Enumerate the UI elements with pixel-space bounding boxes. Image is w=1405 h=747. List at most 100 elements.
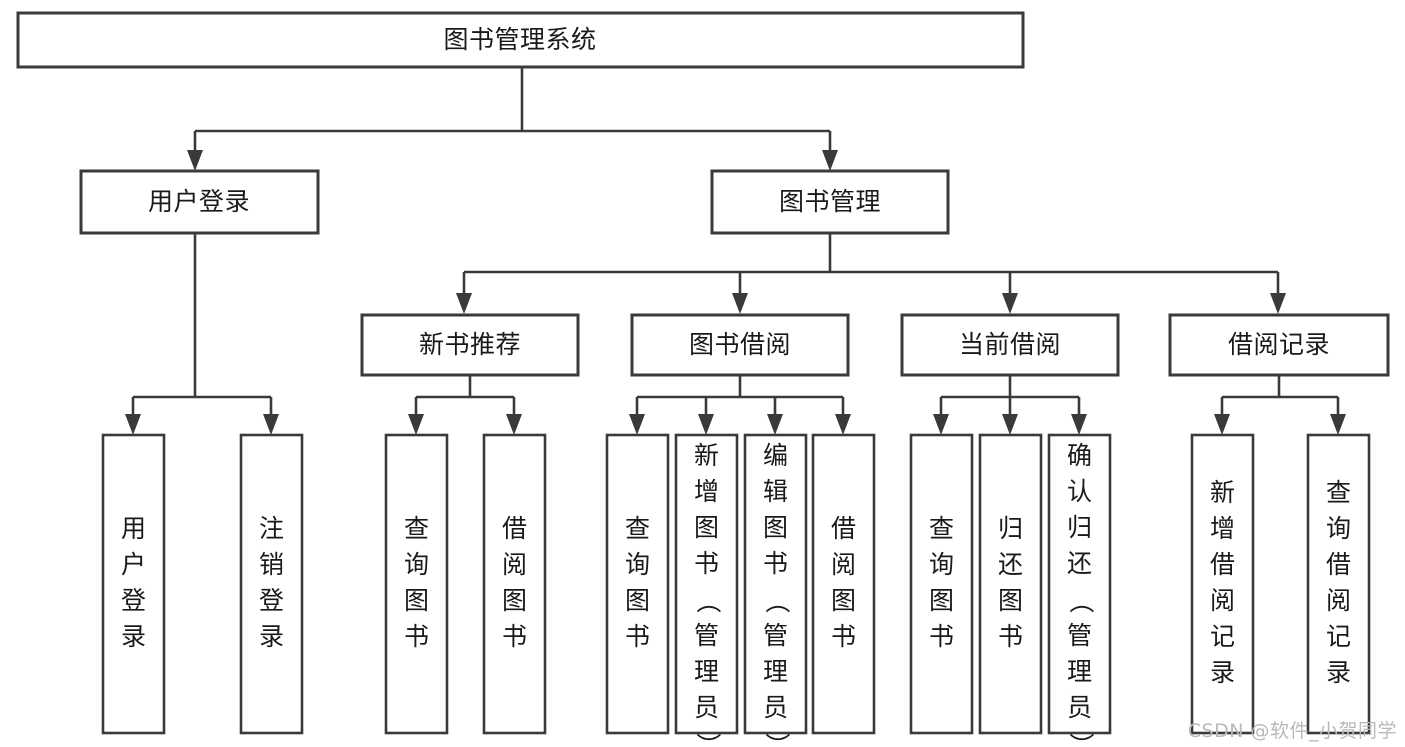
node-leaf-confirm-return-box[interactable]: [1047, 433, 1112, 735]
glyph: 归: [998, 514, 1023, 543]
glyph: （: [694, 588, 723, 613]
node-leaf-user-login-box[interactable]: [101, 433, 166, 735]
node-book-manage-box[interactable]: [710, 169, 950, 235]
arrowhead-leaf-confirm-return: [1071, 414, 1087, 435]
node-book-manage[interactable]: 图书管理: [710, 169, 950, 235]
glyph: 确: [1067, 441, 1092, 470]
arrowhead-leaf-borrow-book-2: [835, 414, 851, 435]
glyph: 登: [259, 586, 284, 615]
glyph: 询: [1326, 514, 1351, 543]
arrowhead-book-manage: [822, 150, 838, 171]
node-user-login[interactable]: 用户登录: [79, 169, 320, 235]
node-leaf-user-logout-box[interactable]: [239, 433, 304, 735]
glyph: 理: [694, 657, 719, 686]
glyph: 录: [1210, 658, 1235, 687]
node-leaf-borrow-book-2-box[interactable]: [811, 433, 876, 735]
glyph: 登: [121, 586, 146, 615]
watermark-text: CSDN @软件_小贺同学: [1187, 720, 1397, 742]
node-leaf-query-book-3[interactable]: [909, 433, 974, 735]
glyph: 书: [694, 549, 719, 578]
arrowhead-leaf-query-record: [1330, 414, 1346, 435]
node-leaf-borrow-book-2[interactable]: [811, 433, 876, 735]
glyph: （: [1067, 588, 1096, 613]
node-root[interactable]: 图书管理系统: [16, 11, 1025, 69]
node-book-borrow-box[interactable]: [630, 313, 850, 377]
edges-layer: [125, 67, 1346, 435]
glyph: 图: [763, 513, 788, 542]
node-leaf-user-logout[interactable]: [239, 433, 304, 735]
node-new-book-recommend[interactable]: 新书推荐: [360, 313, 580, 377]
node-leaf-confirm-return[interactable]: [1047, 433, 1112, 735]
node-leaf-query-book-2-box[interactable]: [605, 433, 670, 735]
glyph: 户: [121, 550, 146, 579]
node-borrow-record-box[interactable]: [1168, 313, 1390, 377]
glyph: 图: [929, 586, 954, 615]
glyph: 新: [1210, 478, 1235, 507]
node-leaf-edit-book-box[interactable]: [743, 433, 808, 735]
arrowhead-leaf-user-logout: [263, 414, 279, 435]
glyph: 阅: [502, 550, 527, 579]
node-leaf-add-book-box[interactable]: [674, 433, 739, 735]
node-leaf-query-book-3-box[interactable]: [909, 433, 974, 735]
node-leaf-query-record[interactable]: [1306, 433, 1371, 735]
node-leaf-query-book-1-box[interactable]: [384, 433, 449, 735]
node-leaf-return-book-box[interactable]: [978, 433, 1043, 735]
glyph: 还: [1067, 549, 1092, 578]
node-current-borrow-box[interactable]: [900, 313, 1120, 377]
node-current-borrow[interactable]: 当前借阅: [900, 313, 1120, 377]
node-leaf-query-book-1[interactable]: [384, 433, 449, 735]
glyph: 管: [763, 621, 788, 650]
node-leaf-borrow-book-1[interactable]: [482, 433, 547, 735]
node-book-borrow-label: 图书借阅: [689, 330, 791, 359]
glyph: 注: [259, 514, 284, 543]
glyph: 用: [121, 514, 146, 543]
arrowhead-new-book-recommend: [456, 293, 472, 314]
node-leaf-query-book-2[interactable]: [605, 433, 670, 735]
node-leaf-add-record[interactable]: [1190, 433, 1255, 735]
leaf-labels-layer: 用户登录注销登录查询图书借阅图书查询图书新增图书（管理员）编辑图书（管理员）借阅…: [121, 441, 1351, 747]
node-root-box[interactable]: [16, 11, 1025, 69]
glyph: 借: [831, 514, 856, 543]
glyph: 图: [625, 586, 650, 615]
node-leaf-user-login[interactable]: [101, 433, 166, 735]
arrowhead-leaf-query-book-1: [408, 414, 424, 435]
glyph: 管: [1067, 621, 1092, 650]
glyph: 员: [763, 693, 788, 722]
node-borrow-record[interactable]: 借阅记录: [1168, 313, 1390, 377]
glyph: 阅: [831, 550, 856, 579]
node-leaf-query-record-box[interactable]: [1306, 433, 1371, 735]
glyph: 借: [1210, 550, 1235, 579]
glyph: 归: [1067, 513, 1092, 542]
node-leaf-add-record-box[interactable]: [1190, 433, 1255, 735]
glyph: 查: [625, 514, 650, 543]
glyph: 查: [404, 514, 429, 543]
node-current-borrow-label: 当前借阅: [959, 330, 1061, 359]
glyph: 记: [1326, 622, 1351, 651]
node-leaf-borrow-book-1-box[interactable]: [482, 433, 547, 735]
glyph: 记: [1210, 622, 1235, 651]
node-leaf-add-book[interactable]: [674, 433, 739, 735]
glyph: 录: [121, 622, 146, 651]
arrowhead-leaf-query-book-3: [933, 414, 949, 435]
node-leaf-edit-book[interactable]: [743, 433, 808, 735]
node-user-login-label: 用户登录: [148, 187, 250, 216]
glyph: 理: [1067, 657, 1092, 686]
arrowhead-user-login: [187, 150, 203, 171]
arrowhead-leaf-add-record: [1214, 414, 1230, 435]
glyph: 询: [929, 550, 954, 579]
glyph: 增: [1210, 514, 1235, 543]
glyph: 书: [502, 622, 527, 651]
glyph: ）: [763, 732, 792, 747]
glyph: 询: [625, 550, 650, 579]
node-leaf-return-book[interactable]: [978, 433, 1043, 735]
node-user-login-box[interactable]: [79, 169, 320, 235]
node-new-book-recommend-label: 新书推荐: [419, 330, 521, 359]
node-book-borrow[interactable]: 图书借阅: [630, 313, 850, 377]
arrowhead-leaf-query-book-2: [629, 414, 645, 435]
node-new-book-recommend-box[interactable]: [360, 313, 580, 377]
